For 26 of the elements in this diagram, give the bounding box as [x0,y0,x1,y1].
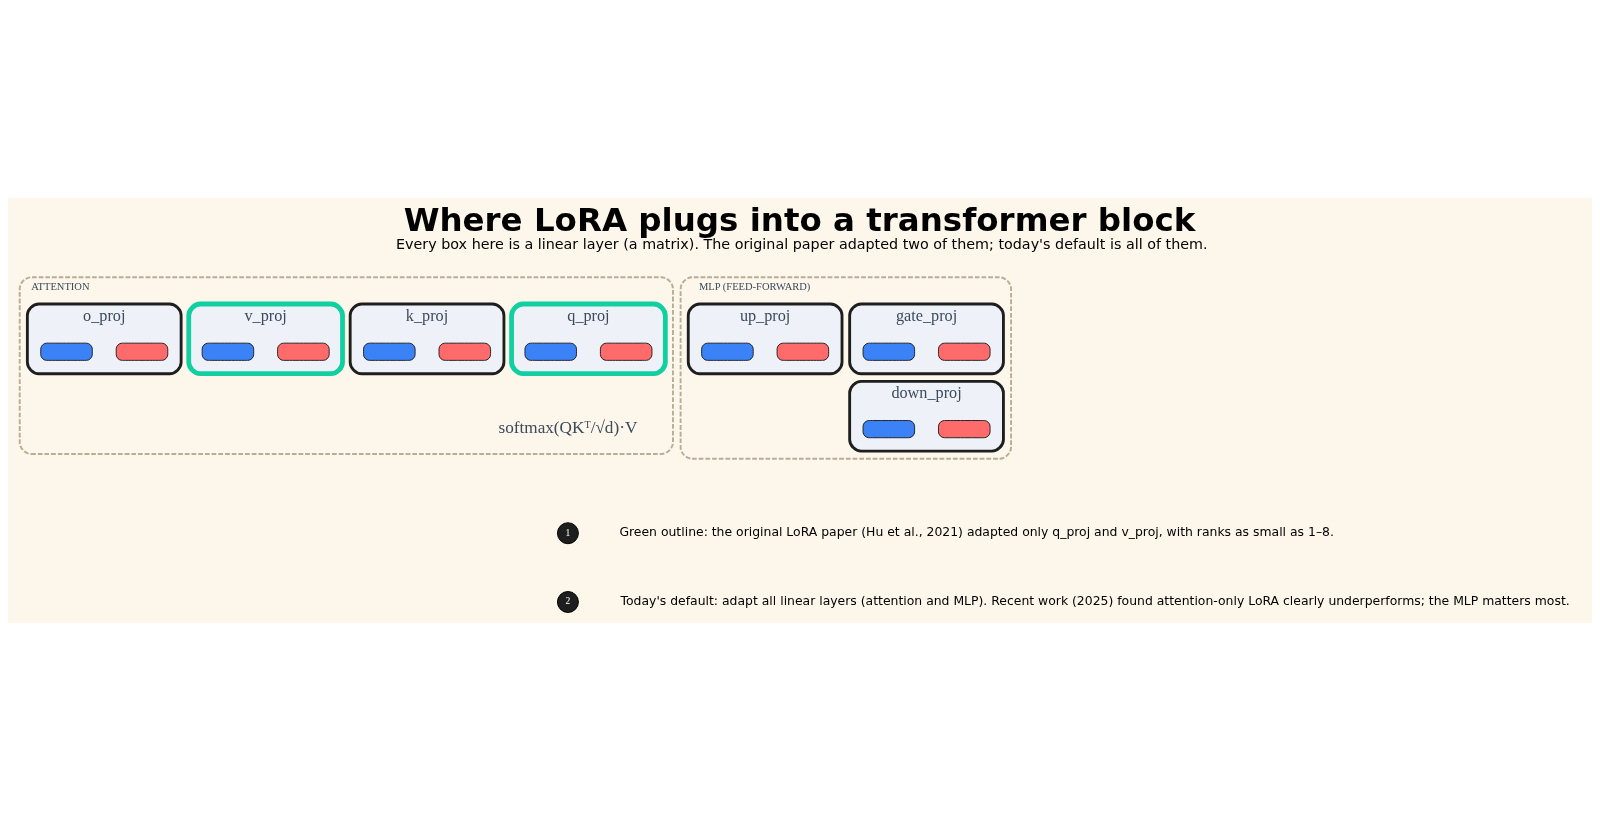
label: Today's default: adapt all linear layers (attention and MLP). Recent work (2025) found attention-only LoRA clearly underperforms; the MLP matters most. [620,592,1570,608]
cluster: up_proj [686,302,844,375]
label: Green outline: the original LoRA paper (Hu et al., 2021) adapted only q_proj and v_proj, with ranks as small as 1–8. [619,523,1334,539]
label: softmax(QKᵀ/√d)·V [498,417,638,437]
node-bar [363,342,416,361]
label: 1 [565,526,571,538]
node-bar [862,342,916,361]
node-bar [40,342,93,361]
cluster: k_proj [348,302,506,375]
node-bar [938,419,991,438]
cluster: gate_proj [848,302,1005,375]
cluster: down_proj [848,379,1005,453]
cluster: v_proj [186,301,345,376]
label: 2 [565,594,571,606]
cluster: o_proj [25,302,183,375]
node-bar [524,342,577,361]
node-bar [599,342,653,361]
node-bar [201,342,255,361]
cluster: q_proj [509,301,668,376]
node-bar [938,342,991,361]
node-bar [862,419,916,438]
node-bar [277,342,330,361]
node-bar [701,342,754,361]
node-bar [776,342,830,361]
node-bar [115,342,169,361]
node-bar [438,342,492,361]
